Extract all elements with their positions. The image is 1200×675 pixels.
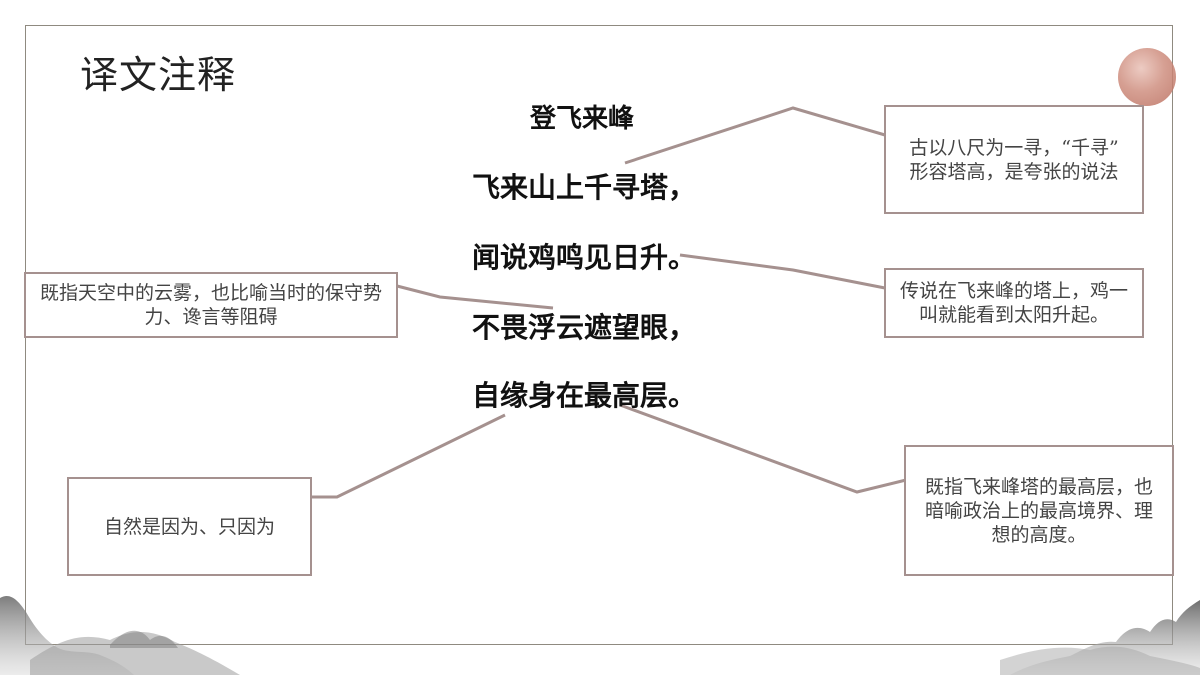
poem-line-3: 不畏浮云遮望眼， [472,311,697,344]
connector-ziyuan [311,413,506,499]
poem-line-4: 自缘身在最高层。 [472,379,697,412]
connector-jiming [679,253,886,290]
connector-fuyun [396,284,554,310]
note-qianxun: 古以八尺为一寻，“千寻” 形容塔高，是夸张的说法 [884,105,1144,214]
page-title: 译文注释 [80,53,237,97]
note-zuigaoceng: 既指飞来峰塔的最高层，也暗喻政治上的最高境界、理想的高度。 [904,445,1174,576]
note-jiming: 传说在飞来峰的塔上，鸡一叫就能看到太阳升起。 [884,268,1144,338]
poem-line-2: 闻说鸡鸣见日升。 [472,241,697,274]
poem-line-1: 飞来山上千寻塔， [472,171,697,204]
note-ziyuan: 自然是因为、只因为 [67,477,312,576]
connector-zuigaoceng [619,403,907,494]
connector-qianxun [624,106,886,165]
poem-title: 登飞来峰 [530,104,635,134]
note-fuyun: 既指天空中的云雾，也比喻当时的保守势力、谗言等阻碍 [24,272,398,338]
red-sun-decoration [1118,48,1176,106]
